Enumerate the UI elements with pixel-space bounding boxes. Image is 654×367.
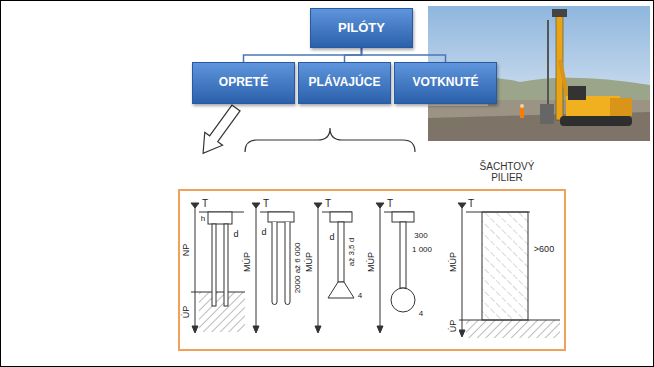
end-bearing-piles bbox=[191, 203, 245, 333]
level-label: T bbox=[324, 198, 332, 209]
pile-shaft bbox=[400, 222, 406, 288]
level-mark bbox=[376, 203, 384, 208]
dimension-label: až 3,5 d bbox=[348, 237, 357, 267]
dimension-arrow bbox=[192, 326, 198, 333]
dimension-line bbox=[380, 207, 381, 332]
shaft-pier bbox=[458, 203, 560, 338]
rig-head bbox=[552, 9, 567, 17]
dimension-label: d bbox=[328, 233, 335, 243]
dimension-line bbox=[256, 207, 257, 332]
pier-caption: ŠACHTOVÝ PILIER bbox=[471, 161, 543, 183]
level-label: T bbox=[467, 198, 475, 209]
stratum-line bbox=[199, 292, 245, 293]
dimension-label: 300 bbox=[413, 232, 428, 241]
pile-cap bbox=[330, 212, 352, 222]
level-mark bbox=[458, 203, 466, 208]
underreamed-pile bbox=[314, 203, 354, 333]
pile-shaft bbox=[272, 222, 277, 305]
box-label: OPRETÉ bbox=[219, 76, 268, 89]
dimension-arrow bbox=[315, 326, 321, 333]
level-label: T bbox=[262, 198, 270, 209]
worker bbox=[520, 108, 524, 118]
tree-connector bbox=[345, 48, 362, 62]
drawing-panel bbox=[179, 190, 565, 350]
category-box: PLÁVAJÚCE bbox=[298, 62, 391, 104]
bulb-pile bbox=[376, 203, 415, 333]
dimension-label: d bbox=[232, 230, 239, 240]
level-label: T bbox=[386, 198, 394, 209]
depth-label: MÚP bbox=[367, 251, 377, 273]
pile-shaft bbox=[224, 224, 228, 306]
dimension-line bbox=[462, 207, 463, 336]
dimension-tick bbox=[191, 292, 199, 293]
box-label: PILÓTY bbox=[338, 21, 385, 35]
depth-label: MÚP bbox=[305, 251, 315, 273]
box-label: PLÁVAJÚCE bbox=[309, 76, 381, 89]
pile-bell bbox=[328, 282, 354, 298]
rig-boom bbox=[560, 60, 568, 100]
root-box: PILÓTY bbox=[310, 8, 413, 48]
pile-shaft bbox=[212, 224, 216, 306]
pile-cap bbox=[268, 212, 294, 222]
pile-cap bbox=[392, 212, 414, 222]
bearing-stratum bbox=[199, 292, 245, 332]
dimension-line bbox=[195, 207, 196, 332]
dimension-line bbox=[318, 207, 319, 332]
box-label: VOTKNUTÉ bbox=[413, 76, 479, 89]
pile-shaft bbox=[338, 222, 344, 282]
pile-shaft bbox=[285, 222, 290, 305]
dimension-tick bbox=[458, 320, 466, 321]
dimension-label: 2000 až 6 000 bbox=[294, 242, 303, 295]
kelly-bar bbox=[547, 20, 549, 118]
depth-label: MÚP bbox=[243, 251, 253, 273]
level-mark bbox=[252, 203, 260, 208]
dimension-label: 1 000 bbox=[411, 246, 433, 255]
dimension-arrow bbox=[459, 330, 465, 337]
category-box: OPRETÉ bbox=[192, 62, 295, 104]
bearing-stratum bbox=[466, 320, 560, 338]
tree-connector bbox=[244, 48, 362, 62]
photo-gravel bbox=[428, 112, 650, 141]
worker-head bbox=[520, 104, 524, 108]
pier-body bbox=[482, 212, 528, 320]
depth-label: NP bbox=[182, 243, 192, 258]
tree-connector bbox=[362, 48, 446, 62]
callout-number: 4 bbox=[418, 310, 424, 319]
dimension-label: h bbox=[200, 215, 206, 224]
pile-casing bbox=[540, 104, 554, 124]
callout-number: 4 bbox=[357, 292, 363, 301]
friction-piles bbox=[252, 203, 294, 333]
rig-tracks bbox=[560, 116, 632, 126]
depth-label: ÚP bbox=[182, 305, 192, 320]
dimension-arrow bbox=[377, 326, 383, 333]
hollow-arrow bbox=[194, 102, 245, 160]
dimension-arrow bbox=[253, 326, 259, 333]
level-mark bbox=[191, 203, 199, 208]
depth-label: MÚP bbox=[449, 251, 459, 273]
level-mark bbox=[314, 203, 322, 208]
rig-cab bbox=[568, 86, 586, 100]
dimension-label: >600 bbox=[533, 245, 555, 255]
rig-counterweight bbox=[610, 98, 632, 116]
level-label: T bbox=[201, 198, 209, 209]
depth-label: ÚP bbox=[449, 319, 459, 334]
hollow-arrow bbox=[194, 102, 245, 160]
curly-brace bbox=[245, 128, 415, 152]
dimension-label: d bbox=[260, 228, 267, 238]
pile-cap bbox=[208, 212, 232, 224]
pile-bulb bbox=[391, 288, 415, 312]
category-box: VOTKNUTÉ bbox=[394, 62, 497, 104]
